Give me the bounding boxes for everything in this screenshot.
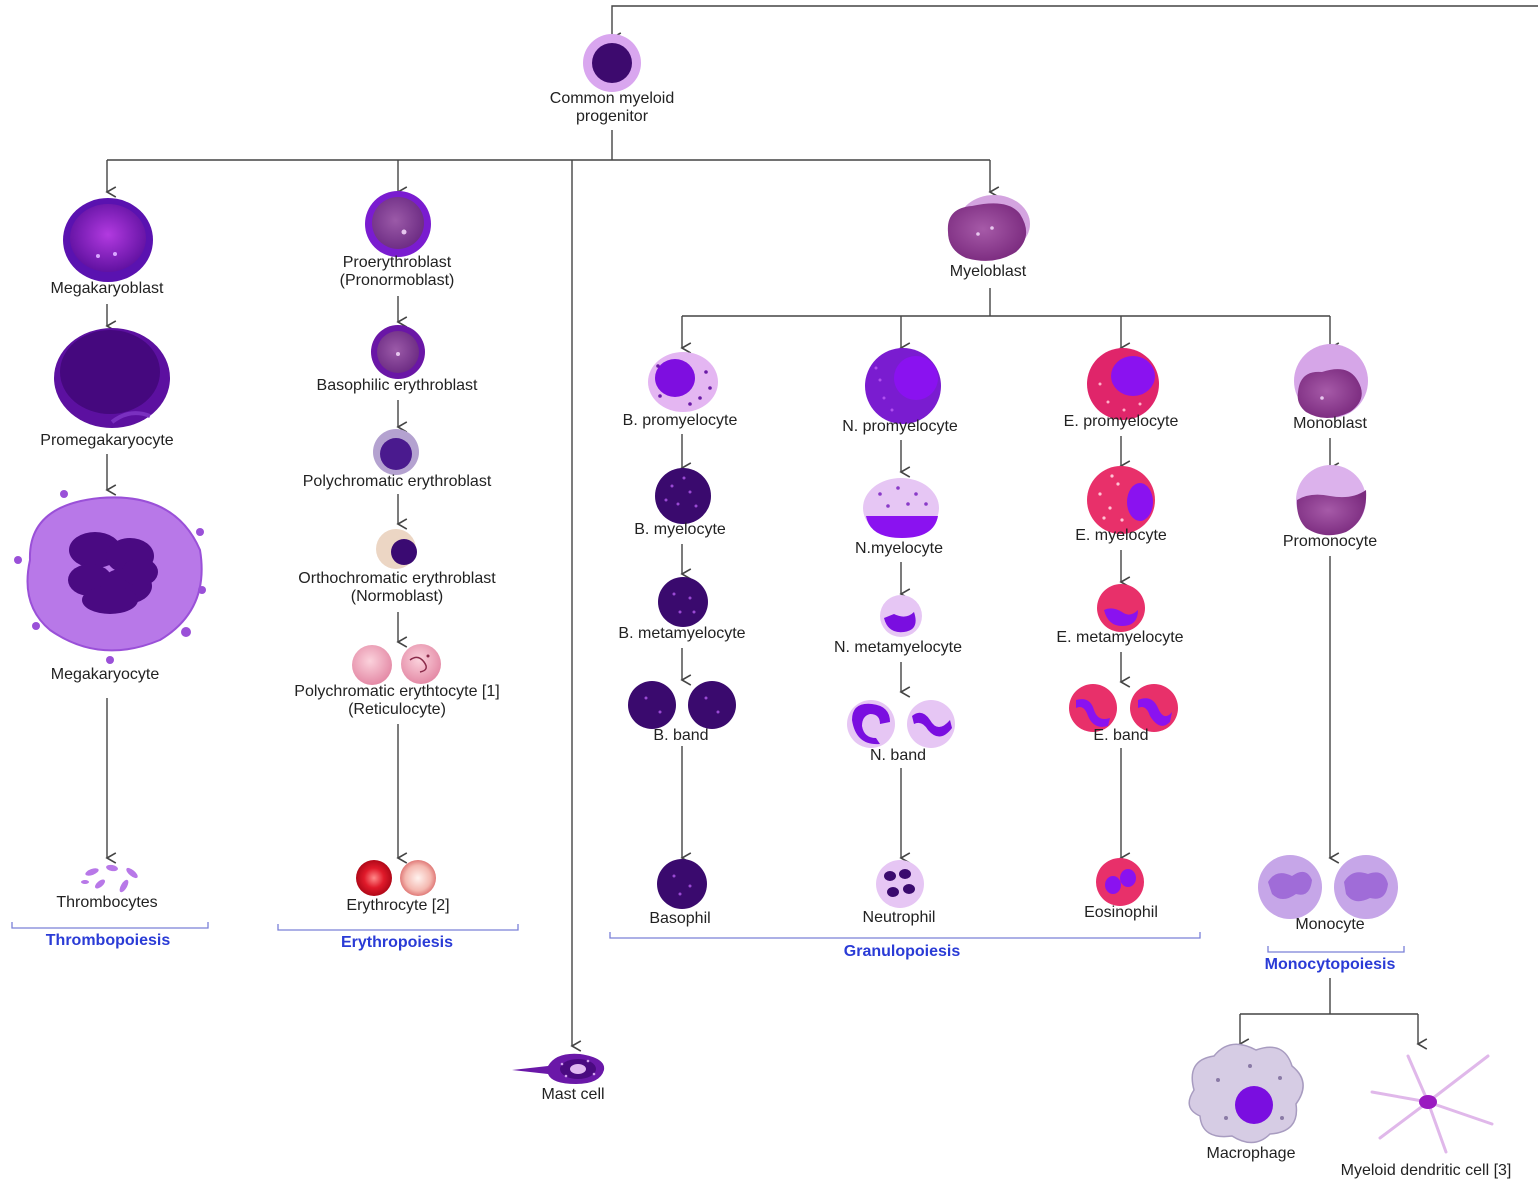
e-myelocyte-label: E. myelocyte <box>1075 527 1167 544</box>
myeloid-dendritic-cell <box>1370 1054 1494 1154</box>
megakaryocyte-cell <box>14 490 206 664</box>
proerythroblast-label-line2: (Pronormoblast) <box>339 272 455 289</box>
e-promyelocyte-label: E. promyelocyte <box>1063 413 1179 430</box>
megakaryoblast-label: Megakaryoblast <box>50 280 164 297</box>
monocyte-label: Monocyte <box>1295 916 1365 933</box>
mast-cell <box>512 1053 605 1084</box>
b-myelocyte-label: B. myelocyte <box>634 521 726 538</box>
orthochromatic-label-line1: Orthochromatic erythroblast <box>298 570 496 587</box>
e-myelocyte-cell <box>1087 466 1155 534</box>
macrophage-cell <box>1188 1043 1304 1144</box>
b-promyelocyte-cell <box>648 352 718 412</box>
n-metamyelocyte-cell <box>880 595 922 637</box>
n-band-label: N. band <box>869 747 927 764</box>
b-band-cells <box>628 681 736 729</box>
erythrocyte-cells <box>356 860 436 896</box>
basophilic-erythroblast-cell <box>371 325 425 379</box>
group-brackets <box>11 922 1405 953</box>
eosinophil-label: Eosinophil <box>1084 904 1158 921</box>
myeloblast-label: Myeloblast <box>949 263 1027 280</box>
thrombocytes-cells <box>81 864 138 893</box>
thrombopoiesis-title: Thrombopoiesis <box>45 932 171 949</box>
connector-lines <box>105 5 1538 1052</box>
macrophage-label: Macrophage <box>1206 1145 1296 1162</box>
promegakaryocyte-label: Promegakaryocyte <box>40 432 174 449</box>
b-promyelocyte-label: B. promyelocyte <box>622 412 738 429</box>
cmp-label-line1: Common myeloid <box>549 90 675 107</box>
polychromatic-erythroblast-cell <box>373 429 419 475</box>
e-metamyelocyte-cell <box>1097 584 1145 632</box>
reticulocyte-label-line2: (Reticulocyte) <box>348 701 446 718</box>
neutrophil-label: Neutrophil <box>862 909 936 926</box>
b-metamyelocyte-cell <box>658 577 708 627</box>
myeloblast-cell <box>947 195 1030 261</box>
granulopoiesis-title: Granulopoiesis <box>843 943 961 960</box>
n-myelocyte-cell <box>863 478 939 538</box>
basophil-cell <box>657 859 707 909</box>
cmp-label-line2: progenitor <box>575 108 649 125</box>
cmp-cell <box>583 34 641 92</box>
b-band-label: B. band <box>653 727 709 744</box>
neutrophil-cell <box>876 860 924 908</box>
megakaryocyte-label: Megakaryocyte <box>50 666 160 683</box>
erythrocyte-label: Erythrocyte [2] <box>346 897 450 914</box>
monocyte-cells <box>1258 855 1398 919</box>
promonocyte-cell <box>1296 465 1367 536</box>
promonocyte-label: Promonocyte <box>1282 533 1378 550</box>
monocytopoiesis-title: Monocytopoiesis <box>1264 956 1396 973</box>
basophilic-erythroblast-label: Basophilic erythroblast <box>316 377 478 394</box>
n-promyelocyte-label: N. promyelocyte <box>842 418 958 435</box>
reticulocyte-label-line1: Polychromatic erythtocyte [1] <box>294 683 500 700</box>
erythropoiesis-title: Erythropoiesis <box>340 934 454 951</box>
polychromatic-erythroblast-label: Polychromatic erythroblast <box>302 473 492 490</box>
monoblast-cell <box>1294 344 1368 418</box>
proerythroblast-label-line1: Proerythroblast <box>342 254 452 271</box>
orthochromatic-label-line2: (Normoblast) <box>350 588 444 605</box>
basophil-label: Basophil <box>649 910 711 927</box>
b-metamyelocyte-label: B. metamyelocyte <box>618 625 746 642</box>
proerythroblast-cell <box>365 191 431 257</box>
n-metamyelocyte-label: N. metamyelocyte <box>833 639 963 656</box>
e-band-cells <box>1069 684 1178 732</box>
orthochromatic-erythroblast-cell <box>376 529 417 569</box>
e-metamyelocyte-label: E. metamyelocyte <box>1056 629 1184 646</box>
n-band-cells <box>847 700 955 748</box>
e-promyelocyte-cell <box>1087 348 1159 420</box>
megakaryoblast-cell <box>63 198 153 282</box>
n-myelocyte-label: N.myelocyte <box>854 540 944 557</box>
monoblast-label: Monoblast <box>1293 415 1367 432</box>
mast-cell-label: Mast cell <box>541 1086 605 1103</box>
e-band-label: E. band <box>1093 727 1149 744</box>
myeloid-dendritic-label: Myeloid dendritic cell [3] <box>1340 1162 1512 1179</box>
thrombocytes-label: Thrombocytes <box>56 894 158 911</box>
b-myelocyte-cell <box>655 468 711 524</box>
reticulocyte-cells <box>352 644 441 685</box>
promegakaryocyte-cell <box>54 328 170 428</box>
n-promyelocyte-cell <box>865 348 941 424</box>
eosinophil-cell <box>1096 858 1144 906</box>
